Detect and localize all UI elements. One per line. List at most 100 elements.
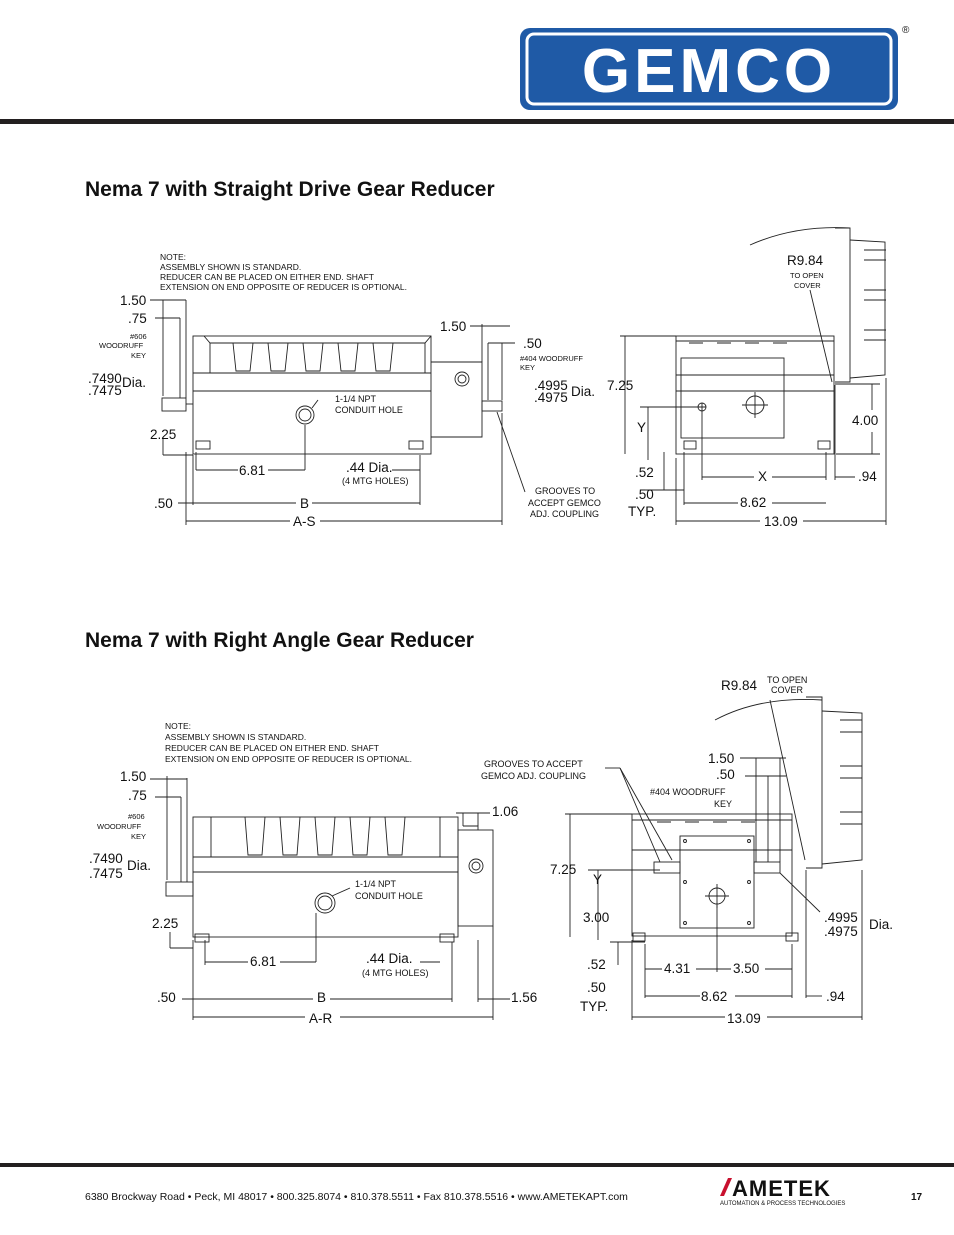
dim-label: .7475 bbox=[88, 383, 122, 398]
dim-label: .4975 bbox=[534, 390, 568, 405]
dim-label: Y bbox=[637, 420, 646, 435]
dim-label: .50 bbox=[587, 980, 606, 995]
dim-label: 2.25 bbox=[150, 427, 176, 442]
dim-label: KEY bbox=[714, 799, 732, 809]
dim-label: #404 WOODRUFF bbox=[520, 354, 583, 363]
dim-label: 7.25 bbox=[550, 862, 576, 877]
dim-label: .94 bbox=[858, 469, 877, 484]
drawing-straight-end-view: R9.84 TO OPEN COVER 7.25 Y 4.00 .52 X .9… bbox=[607, 227, 887, 529]
dim-label: 8.62 bbox=[740, 495, 766, 510]
dim-label: 3.00 bbox=[583, 910, 609, 925]
drawing-straight-side-view: NOTE: ASSEMBLY SHOWN IS STANDARD. REDUCE… bbox=[88, 252, 601, 529]
dim-label: .50 bbox=[157, 990, 176, 1005]
section-title-right-angle: Nema 7 with Right Angle Gear Reducer bbox=[85, 629, 474, 652]
dim-label: WOODRUFF bbox=[99, 341, 144, 350]
dim-label: 8.62 bbox=[701, 989, 727, 1004]
dim-label: KEY bbox=[131, 832, 146, 841]
dim-label: KEY bbox=[131, 351, 146, 360]
dim-label: A-S bbox=[293, 514, 316, 529]
dim-label: 1.50 bbox=[708, 751, 734, 766]
dim-label: .4975 bbox=[824, 924, 858, 939]
gemco-logo: GEMCO bbox=[520, 28, 898, 110]
note-line: ASSEMBLY SHOWN IS STANDARD. bbox=[165, 732, 306, 742]
dim-label: WOODRUFF bbox=[97, 822, 142, 831]
dim-label: A-R bbox=[309, 1011, 333, 1026]
dim-label: .75 bbox=[128, 311, 147, 326]
dim-label: .94 bbox=[826, 989, 845, 1004]
dim-label: COVER bbox=[794, 281, 821, 290]
dim-label: ACCEPT GEMCO bbox=[528, 498, 601, 508]
dim-label: #606 bbox=[128, 812, 145, 821]
dim-label: .50 bbox=[523, 336, 542, 351]
note-line: NOTE: bbox=[160, 252, 186, 262]
dim-label: 1.50 bbox=[120, 769, 146, 784]
dim-label: 13.09 bbox=[764, 514, 798, 529]
footer-address: 6380 Brockway Road • Peck, MI 48017 • 80… bbox=[85, 1191, 628, 1203]
dim-label: B bbox=[317, 990, 326, 1005]
dim-label: Dia. bbox=[571, 384, 595, 399]
dim-label: 4.00 bbox=[852, 413, 878, 428]
footer-rule bbox=[0, 1163, 954, 1167]
dim-label: .44 Dia. bbox=[346, 460, 393, 475]
dim-label: .7490 bbox=[89, 851, 123, 866]
dim-label: 4.31 bbox=[664, 961, 690, 976]
dim-label: R9.84 bbox=[787, 253, 824, 268]
dim-label: Dia. bbox=[127, 858, 151, 873]
dim-label: CONDUIT HOLE bbox=[355, 891, 423, 901]
dim-label: 1.50 bbox=[120, 293, 146, 308]
dim-label: .4995 bbox=[824, 910, 858, 925]
dim-label: GROOVES TO bbox=[535, 486, 595, 496]
dim-label: 3.50 bbox=[733, 961, 759, 976]
dim-label: 1.50 bbox=[440, 319, 466, 334]
note-line: ASSEMBLY SHOWN IS STANDARD. bbox=[160, 262, 301, 272]
dim-label: TYP. bbox=[580, 999, 608, 1014]
drawing-right-angle-side-view: NOTE: ASSEMBLY SHOWN IS STANDARD. REDUCE… bbox=[89, 721, 537, 1026]
dim-label: .44 Dia. bbox=[366, 951, 413, 966]
dim-label: .52 bbox=[635, 465, 654, 480]
dim-label: GEMCO ADJ. COUPLING bbox=[481, 771, 586, 781]
dim-label: (4 MTG HOLES) bbox=[362, 968, 429, 978]
ametek-logo: AMETEK AUTOMATION & PROCESS TECHNOLOGIES bbox=[720, 1176, 845, 1207]
dim-label: 2.25 bbox=[152, 916, 178, 931]
dim-label: .50 bbox=[635, 487, 654, 502]
dim-label: Dia. bbox=[122, 375, 146, 390]
section-title-straight: Nema 7 with Straight Drive Gear Reducer bbox=[85, 178, 495, 201]
dim-label: 6.81 bbox=[250, 954, 276, 969]
note-line: REDUCER CAN BE PLACED ON EITHER END. SHA… bbox=[160, 272, 374, 282]
page-number: 17 bbox=[911, 1192, 923, 1203]
note-line: REDUCER CAN BE PLACED ON EITHER END. SHA… bbox=[165, 743, 379, 753]
note-line: NOTE: bbox=[165, 721, 191, 731]
dim-label: 1.56 bbox=[511, 990, 537, 1005]
dim-label: R9.84 bbox=[721, 678, 758, 693]
ametek-logo-text: AMETEK bbox=[732, 1176, 831, 1201]
dim-label: 1-1/4 NPT bbox=[355, 879, 397, 889]
dim-label: 1-1/4 NPT bbox=[335, 394, 377, 404]
dim-label: #606 bbox=[130, 332, 147, 341]
dim-label: 7.25 bbox=[607, 378, 633, 393]
dim-label: 1.06 bbox=[492, 804, 518, 819]
dim-label: ADJ. COUPLING bbox=[530, 509, 599, 519]
drawing-right-angle-end-view: GROOVES TO ACCEPT GEMCO ADJ. COUPLING 1.… bbox=[481, 675, 893, 1026]
dim-label: COVER bbox=[771, 685, 804, 695]
dim-label: Y bbox=[593, 872, 602, 887]
dim-label: #404 WOODRUFF bbox=[650, 787, 726, 797]
dim-label: .50 bbox=[716, 767, 735, 782]
gemco-logo-text: GEMCO bbox=[582, 37, 836, 106]
note-line: EXTENSION ON END OPPOSITE OF REDUCER IS … bbox=[160, 282, 407, 292]
header-rule bbox=[0, 119, 954, 124]
dim-label: X bbox=[758, 469, 767, 484]
registered-mark: ® bbox=[902, 25, 910, 36]
dim-label: .50 bbox=[154, 496, 173, 511]
dim-label: GROOVES TO ACCEPT bbox=[484, 759, 583, 769]
dim-label: .7475 bbox=[89, 866, 123, 881]
ametek-tagline: AUTOMATION & PROCESS TECHNOLOGIES bbox=[720, 1201, 845, 1207]
dim-label: B bbox=[300, 496, 309, 511]
dim-label: 6.81 bbox=[239, 463, 265, 478]
dim-label: (4 MTG HOLES) bbox=[342, 476, 409, 486]
dim-label: TYP. bbox=[628, 504, 656, 519]
dim-label: .7490 bbox=[88, 371, 122, 386]
dim-label: Dia. bbox=[869, 917, 893, 932]
dim-label: .75 bbox=[128, 788, 147, 803]
dim-label: TO OPEN bbox=[790, 271, 824, 280]
